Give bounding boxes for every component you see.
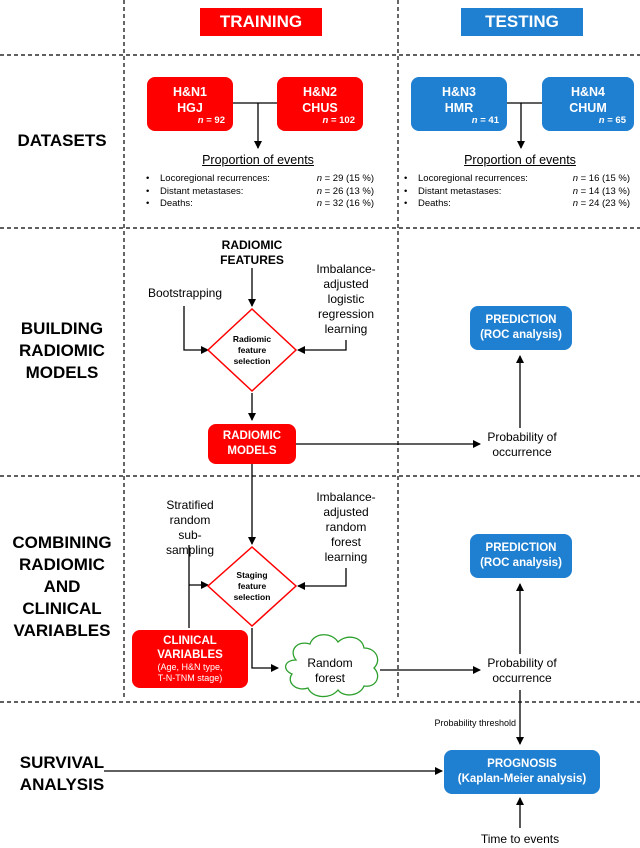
probability-threshold-label: Probability threshold (434, 718, 516, 728)
testing-events-list: •Locoregional recurrences:n = 16 (15 %) … (404, 173, 630, 211)
training-events-list: •Locoregional recurrences:n = 29 (15 %) … (146, 173, 374, 211)
testing-events-title: Proportion of events (464, 153, 576, 167)
prediction-box-2: PREDICTION(ROC analysis) (470, 534, 572, 578)
event-row: •Distant metastases:n = 26 (13 %) (146, 185, 374, 197)
random-forest-cloud (285, 634, 379, 698)
bootstrapping-label: Bootstrapping (147, 286, 223, 300)
event-row: •Deaths:n = 32 (16 %) (146, 198, 374, 209)
prognosis-box: PROGNOSIS(Kaplan-Meier analysis) (444, 750, 600, 794)
event-row: •Distant metastases:n = 14 (13 %) (404, 185, 630, 197)
prediction-box-1: PREDICTION(ROC analysis) (470, 306, 572, 350)
staging-selection-diamond (206, 545, 298, 628)
radiomic-selection-diamond (206, 307, 298, 393)
grid-dashed-lines (0, 0, 640, 703)
training-events-title: Proportion of events (202, 153, 314, 167)
testing-header: TESTING (461, 8, 583, 36)
time-to-events-label: Time to events (480, 832, 560, 846)
event-row: •Locoregional recurrences:n = 29 (15 %) (146, 173, 374, 184)
event-row: •Deaths:n = 24 (23 %) (404, 198, 630, 209)
training-header: TRAINING (200, 8, 322, 36)
row-label-datasets: DATASETS (17, 131, 107, 150)
event-row: •Locoregional recurrences:n = 16 (15 %) (404, 173, 630, 184)
